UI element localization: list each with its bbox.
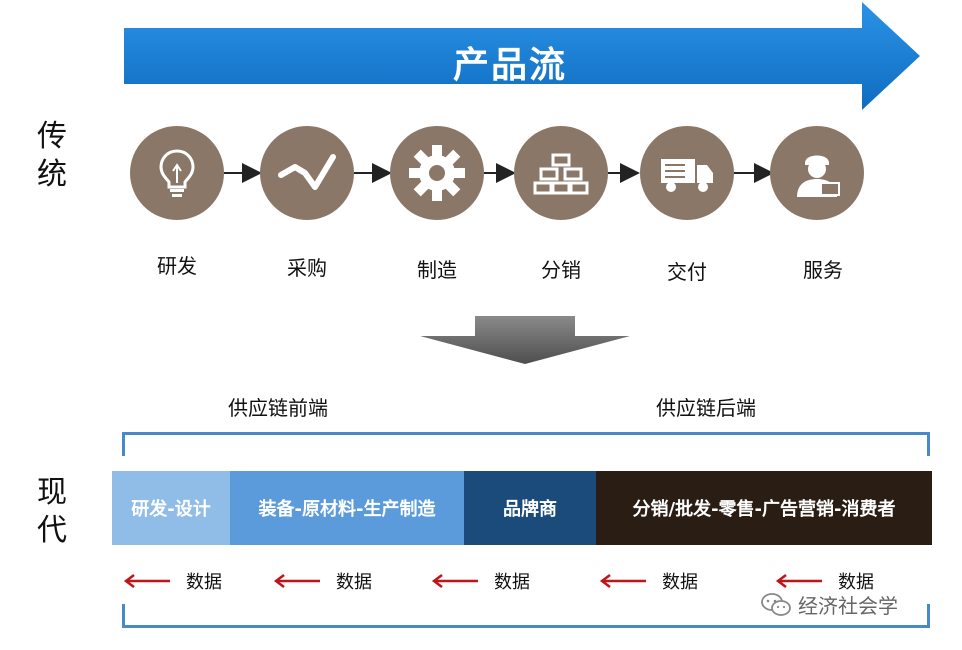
left-arrow-icon: [431, 574, 478, 588]
left-arrow-icon: [273, 574, 320, 588]
left-arrow-icon: [123, 574, 170, 588]
step-delivery-circle: [640, 126, 734, 220]
step-label-delivery: 交付: [667, 260, 707, 284]
data-arrow-item: 数据: [598, 566, 698, 596]
watermark: 经济社会学: [760, 590, 898, 619]
product-flow-title: 产品流: [452, 45, 567, 86]
top-bracket: [122, 432, 930, 456]
modern-label: 现 代: [37, 475, 67, 548]
supply-chain-front-label: 供应链前端: [228, 396, 328, 420]
gear-icon: [409, 145, 465, 201]
segment-rd-design: 研发-设计: [112, 471, 230, 545]
step-service-circle: [770, 126, 864, 220]
left-arrow-icon: [599, 574, 646, 588]
step-label-service: 服务: [803, 258, 843, 282]
wechat-icon: [761, 592, 791, 616]
step-distribution-circle: [514, 126, 608, 220]
step-rd-circle: [130, 126, 224, 220]
step-label-rd: 研发: [157, 254, 197, 278]
data-arrow-item: 数据: [430, 566, 530, 596]
traditional-label: 传 统: [37, 119, 67, 192]
step-label-distribution: 分销: [541, 258, 581, 282]
transition-down-arrow: [420, 316, 630, 364]
step-label-manufacture: 制造: [417, 258, 457, 282]
product-flow-arrow: [124, 2, 920, 110]
service-person-icon: [797, 155, 840, 197]
step-manufacture-circle: [390, 126, 484, 220]
lightbulb-icon: [159, 149, 195, 197]
data-arrow-item: 数据: [774, 566, 874, 596]
step-purchase-circle: [260, 126, 354, 220]
segment-equipment-manufacturing: 装备-原材料-生产制造: [230, 471, 464, 545]
left-arrow-icon: [775, 574, 822, 588]
step-label-purchase: 采购: [287, 256, 327, 280]
segment-distribution-consumer: 分销/批发-零售-广告营销-消费者: [596, 471, 932, 545]
truck-icon: [661, 159, 713, 192]
hierarchy-boxes-icon: [533, 153, 589, 195]
data-arrow-item: 数据: [272, 566, 372, 596]
line-path-icon: [278, 154, 336, 190]
supply-chain-back-label: 供应链后端: [656, 396, 756, 420]
data-arrow-item: 数据: [122, 566, 222, 596]
bottom-bracket: [122, 604, 930, 628]
segment-brand: 品牌商: [464, 471, 596, 545]
